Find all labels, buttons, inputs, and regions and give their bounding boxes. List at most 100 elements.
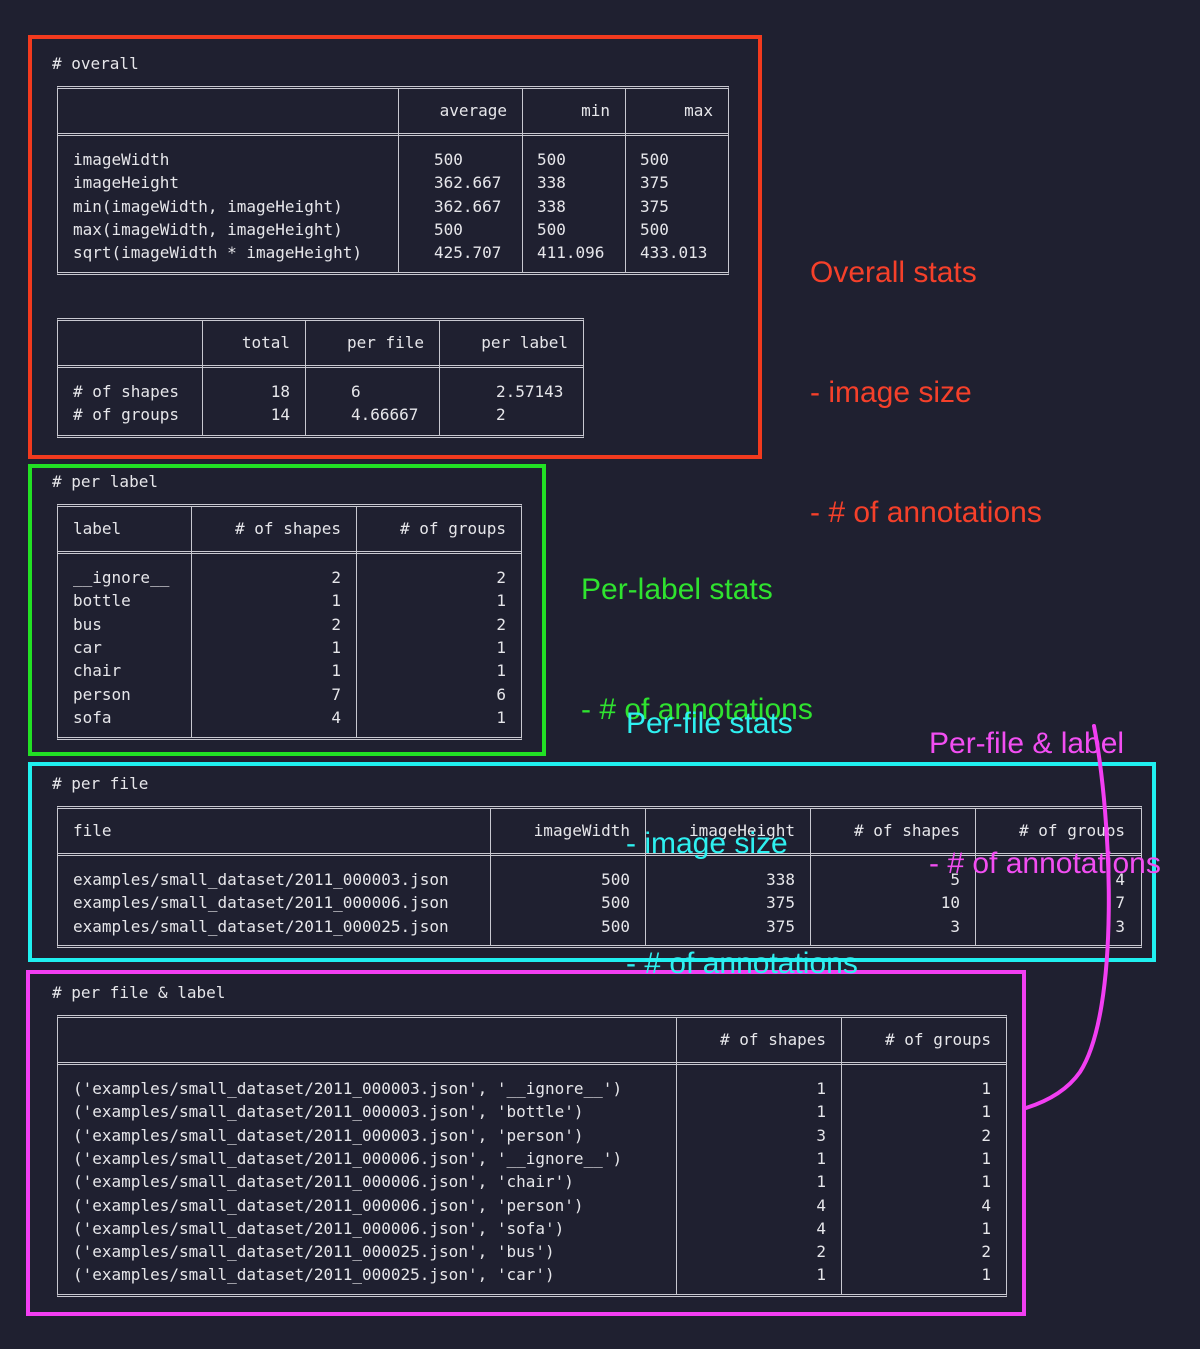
table-cell: 2 [496, 568, 506, 587]
row-label: person [73, 684, 131, 704]
table-cell: 1 [816, 1079, 826, 1098]
table-cell: 3 [950, 916, 960, 936]
row-label: max(imageWidth, imageHeight) [73, 219, 343, 239]
per-file-label-table: # of shapes # of groups ('examples/small… [57, 1015, 1007, 1297]
per-file-label-section-frame [26, 970, 1026, 1316]
col-header-per-label: per label [481, 333, 568, 352]
table-cell: 6 [351, 382, 361, 401]
annotation-item: - # of annotations [929, 847, 1161, 880]
row-label: car [73, 637, 102, 657]
table-cell: 1 [816, 1265, 826, 1285]
table-cell: 1 [981, 1148, 991, 1168]
annotation-item: - image size [810, 376, 972, 409]
row-label: imageHeight [73, 173, 179, 193]
table-cell: 1 [816, 1102, 826, 1122]
table-cell: 1 [496, 591, 506, 611]
row-label: bus [73, 614, 102, 634]
table-cell: 7 [1115, 893, 1125, 913]
col-header-per-file: per file [346, 333, 424, 352]
annotation-item: - # of annotations [581, 693, 813, 726]
table-cell: 1 [496, 637, 506, 657]
table-cell: 1 [981, 1102, 991, 1122]
table-cell: 1 [331, 661, 341, 681]
table-cell: 1 [496, 661, 506, 681]
table-cell: 6 [496, 684, 506, 704]
row-label: min(imageWidth, imageHeight) [73, 196, 343, 216]
col-header-shapes: # of shapes [720, 1030, 826, 1049]
table-cell: 4 [981, 1195, 991, 1215]
per-label-section-frame [28, 464, 546, 756]
annotation-title: Overall stats [810, 256, 977, 289]
table-cell: 375 [640, 196, 669, 216]
table-cell: 2.57143 [496, 382, 564, 401]
table-cell: 500 [434, 219, 463, 239]
row-label: bottle [73, 591, 131, 611]
annotation-title: Per-file & label [929, 727, 1125, 760]
table-cell: 338 [537, 173, 566, 193]
table-cell: 2 [496, 614, 506, 634]
per-file-section-frame [28, 762, 1156, 962]
overall-annotation: Overall stats - image size - # of annota… [810, 173, 1042, 573]
col-header-label: label [73, 519, 122, 538]
col-header-groups: # of groups [400, 519, 506, 538]
table-cell: 2 [981, 1125, 991, 1145]
annotation-title: Per-file stats [626, 707, 793, 740]
table-cell: 1 [331, 591, 341, 611]
table-cell: 500 [537, 219, 566, 239]
table-cell: 1 [816, 1172, 826, 1192]
row-label: ('examples/small_dataset/2011_000006.jso… [73, 1148, 623, 1168]
table-cell: 425.707 [434, 243, 502, 263]
per-file-annotation: Per-file stats - image size - # of annot… [626, 624, 858, 1024]
table-cell: 500 [640, 150, 669, 169]
annotation-title: Per-label stats [581, 573, 773, 606]
row-label: imageWidth [73, 150, 170, 169]
table-cell: 3 [816, 1125, 826, 1145]
row-label: ('examples/small_dataset/2011_000025.jso… [73, 1242, 555, 1262]
table-cell: 362.667 [434, 196, 502, 216]
row-label: ('examples/small_dataset/2011_000003.jso… [73, 1125, 584, 1145]
row-label: __ignore__ [73, 568, 170, 587]
table-cell: 2 [331, 568, 341, 587]
table-cell: 375 [766, 893, 795, 913]
annotation-item: - image size [626, 827, 788, 860]
col-header-image-width: imageWidth [533, 821, 630, 840]
col-header-min: min [581, 101, 610, 120]
table-cell: 1 [331, 637, 341, 657]
col-header-shapes: # of shapes [854, 821, 960, 840]
table-cell: 7 [331, 684, 341, 704]
table-cell: 3 [1115, 916, 1125, 936]
table-cell: 1 [981, 1218, 991, 1238]
col-header-image-height: imageHeight [689, 821, 795, 840]
row-label: ('examples/small_dataset/2011_000006.jso… [73, 1218, 565, 1238]
row-label: ('examples/small_dataset/2011_000025.jso… [73, 1265, 555, 1285]
per-label-heading: # per label [52, 472, 158, 491]
table-cell: 4 [331, 707, 341, 727]
table-cell: 500 [601, 870, 630, 889]
table-cell: 18 [270, 382, 290, 401]
table-cell: 375 [766, 916, 795, 936]
table-cell: 1 [981, 1265, 991, 1285]
overall-heading: # overall [52, 54, 139, 73]
row-label: examples/small_dataset/2011_000006.json [73, 893, 449, 913]
table-cell: 375 [640, 173, 669, 193]
table-cell: 2 [496, 405, 506, 425]
row-label: ('examples/small_dataset/2011_000006.jso… [73, 1195, 584, 1215]
table-cell: 5 [950, 870, 960, 889]
annotation-item: - # of annotations [810, 496, 1042, 529]
table-cell: 4 [816, 1218, 826, 1238]
row-label: # of groups [73, 405, 179, 425]
per-label-table: label # of shapes # of groups __ignore__… [57, 504, 522, 740]
table-cell: 14 [270, 405, 290, 425]
per-label-annotation: Per-label stats - # of annotations [581, 490, 813, 770]
table-cell: 338 [537, 196, 566, 216]
per-file-label-heading: # per file & label [52, 983, 226, 1002]
row-label: ('examples/small_dataset/2011_000003.jso… [73, 1079, 623, 1098]
row-label: examples/small_dataset/2011_000003.json [73, 870, 449, 889]
col-header-max: max [684, 101, 713, 120]
table-cell: 500 [434, 150, 463, 169]
row-label: ('examples/small_dataset/2011_000003.jso… [73, 1102, 584, 1122]
table-cell: 411.096 [537, 243, 605, 263]
col-header-total: total [241, 333, 290, 352]
table-cell: 1 [496, 707, 506, 727]
